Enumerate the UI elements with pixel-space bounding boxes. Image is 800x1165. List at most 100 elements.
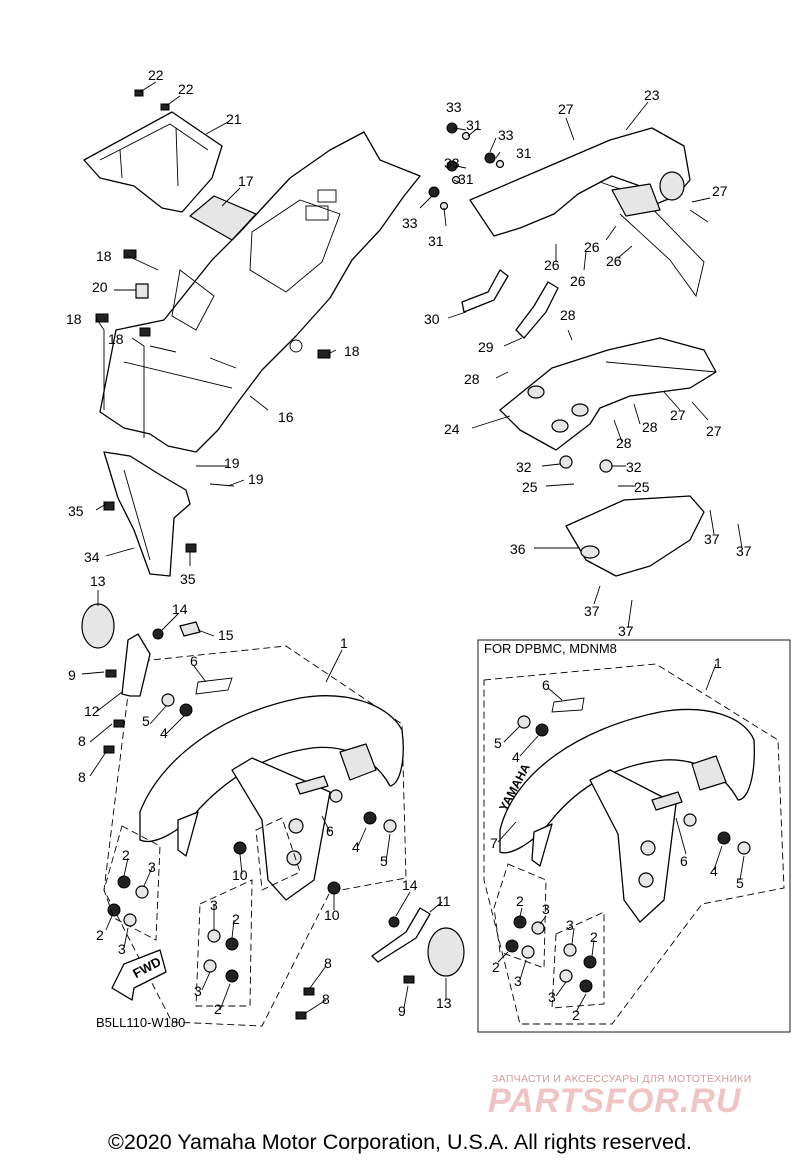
callout-3d: 3: [194, 983, 202, 999]
callout-30: 30: [424, 311, 440, 327]
callout-15: 15: [218, 627, 234, 643]
callout-12: 12: [84, 703, 100, 719]
washer-grommets-left: [107, 693, 397, 983]
callout-13b: 13: [436, 995, 452, 1011]
callout-2b: 2: [96, 927, 104, 943]
tray-part-21: [83, 111, 223, 213]
reflector-part-13: [81, 603, 115, 649]
detail-boxes-left: [103, 817, 301, 1007]
callouts: 22 22 21 17 18 20 18 18 18 16 19 19 35 3…: [66, 67, 752, 1023]
callout-6b: 6: [326, 823, 334, 839]
screw-part-35: [103, 501, 197, 553]
callout-10a: 10: [232, 867, 248, 883]
stay-part-11: [371, 907, 431, 963]
callout-3h: 3: [548, 989, 556, 1005]
callout-33a: 33: [446, 99, 462, 115]
bracket-part-24: [499, 337, 717, 451]
callout-33b: 33: [498, 127, 514, 143]
callout-5c: 5: [494, 735, 502, 751]
callout-2d: 2: [214, 1001, 222, 1017]
callout-37a: 37: [704, 531, 720, 547]
callout-8a: 8: [78, 733, 86, 749]
callout-6d: 6: [680, 853, 688, 869]
callout-3a: 3: [148, 859, 156, 875]
callout-2f: 2: [492, 959, 500, 975]
callout-4d: 4: [710, 863, 718, 879]
callout-2g: 2: [590, 929, 598, 945]
fwd-arrow-icon: [111, 949, 167, 1001]
callout-26a: 26: [584, 239, 600, 255]
callout-31a: 31: [466, 117, 482, 133]
copyright-notice: ©2020 Yamaha Motor Corporation, U.S.A. A…: [108, 1130, 692, 1154]
callout-5a: 5: [142, 713, 150, 729]
callout-14a: 14: [172, 601, 188, 617]
callout-23: 23: [644, 87, 660, 103]
callout-7: 7: [490, 835, 498, 851]
mudflap-part-34: [103, 451, 191, 577]
callout-1b: 1: [714, 655, 722, 671]
callout-33d: 33: [402, 215, 418, 231]
callout-25a: 25: [522, 479, 538, 495]
leader-lines: [81, 81, 745, 1015]
callout-35b: 35: [180, 571, 196, 587]
callout-27b: 27: [712, 183, 728, 199]
callout-18d: 18: [344, 343, 360, 359]
callout-1a: 1: [340, 635, 348, 651]
callout-6a: 6: [190, 653, 198, 669]
label-part-6-variant: [551, 697, 585, 713]
callout-3c: 3: [210, 897, 218, 913]
callout-3f: 3: [514, 973, 522, 989]
callout-28d: 28: [642, 419, 658, 435]
callout-5d: 5: [736, 875, 744, 891]
callout-33c: 33: [444, 155, 460, 171]
callout-3b: 3: [118, 941, 126, 957]
callout-37d: 37: [618, 623, 634, 639]
callout-14b: 14: [402, 877, 418, 893]
tail-cover-part-23: [469, 127, 705, 298]
callout-3e: 3: [542, 901, 550, 917]
callout-25b: 25: [634, 479, 650, 495]
callout-2e: 2: [516, 893, 524, 909]
callout-22b: 22: [178, 81, 194, 97]
screw-part-8-9-left: [103, 669, 415, 1020]
callout-37c: 37: [584, 603, 600, 619]
callout-13a: 13: [90, 573, 106, 589]
variant-frame: [477, 639, 791, 1033]
callout-16: 16: [278, 409, 294, 425]
callout-29: 29: [478, 339, 494, 355]
callout-18b: 18: [66, 311, 82, 327]
callout-8b: 8: [78, 769, 86, 785]
callout-35a: 35: [68, 503, 84, 519]
callout-26d: 26: [606, 253, 622, 269]
callout-37b: 37: [736, 543, 752, 559]
grommet-part-32: [559, 455, 613, 473]
washer-grommets-right: [505, 715, 751, 993]
callout-32b: 32: [626, 459, 642, 475]
lens-part-27-26: [611, 183, 661, 217]
callout-26b: 26: [544, 257, 560, 273]
callout-19b: 19: [248, 471, 264, 487]
label-part-6: [195, 677, 233, 695]
callout-27a: 27: [558, 101, 574, 117]
callout-9a: 9: [68, 667, 76, 683]
callout-4c: 4: [512, 749, 520, 765]
front-fender-part-1: [103, 645, 407, 1027]
stay-part-30: [461, 269, 509, 313]
watermark-brand: PARTSFOR.RU: [488, 1082, 742, 1120]
callout-2c: 2: [232, 911, 240, 927]
callout-28c: 28: [616, 435, 632, 451]
reflector-part-13b: [427, 927, 465, 977]
callout-20: 20: [92, 279, 108, 295]
bracket-part-12: [121, 633, 151, 697]
callout-4a: 4: [160, 725, 168, 741]
callout-24: 24: [444, 421, 460, 437]
callout-31d: 31: [428, 233, 444, 249]
callout-18a: 18: [96, 248, 112, 264]
callout-27d: 27: [706, 423, 722, 439]
cover-part-36: [565, 495, 705, 577]
callout-2h: 2: [572, 1007, 580, 1023]
callout-6c: 6: [542, 677, 550, 693]
callout-19a: 19: [224, 455, 240, 471]
callout-8d: 8: [322, 991, 330, 1007]
